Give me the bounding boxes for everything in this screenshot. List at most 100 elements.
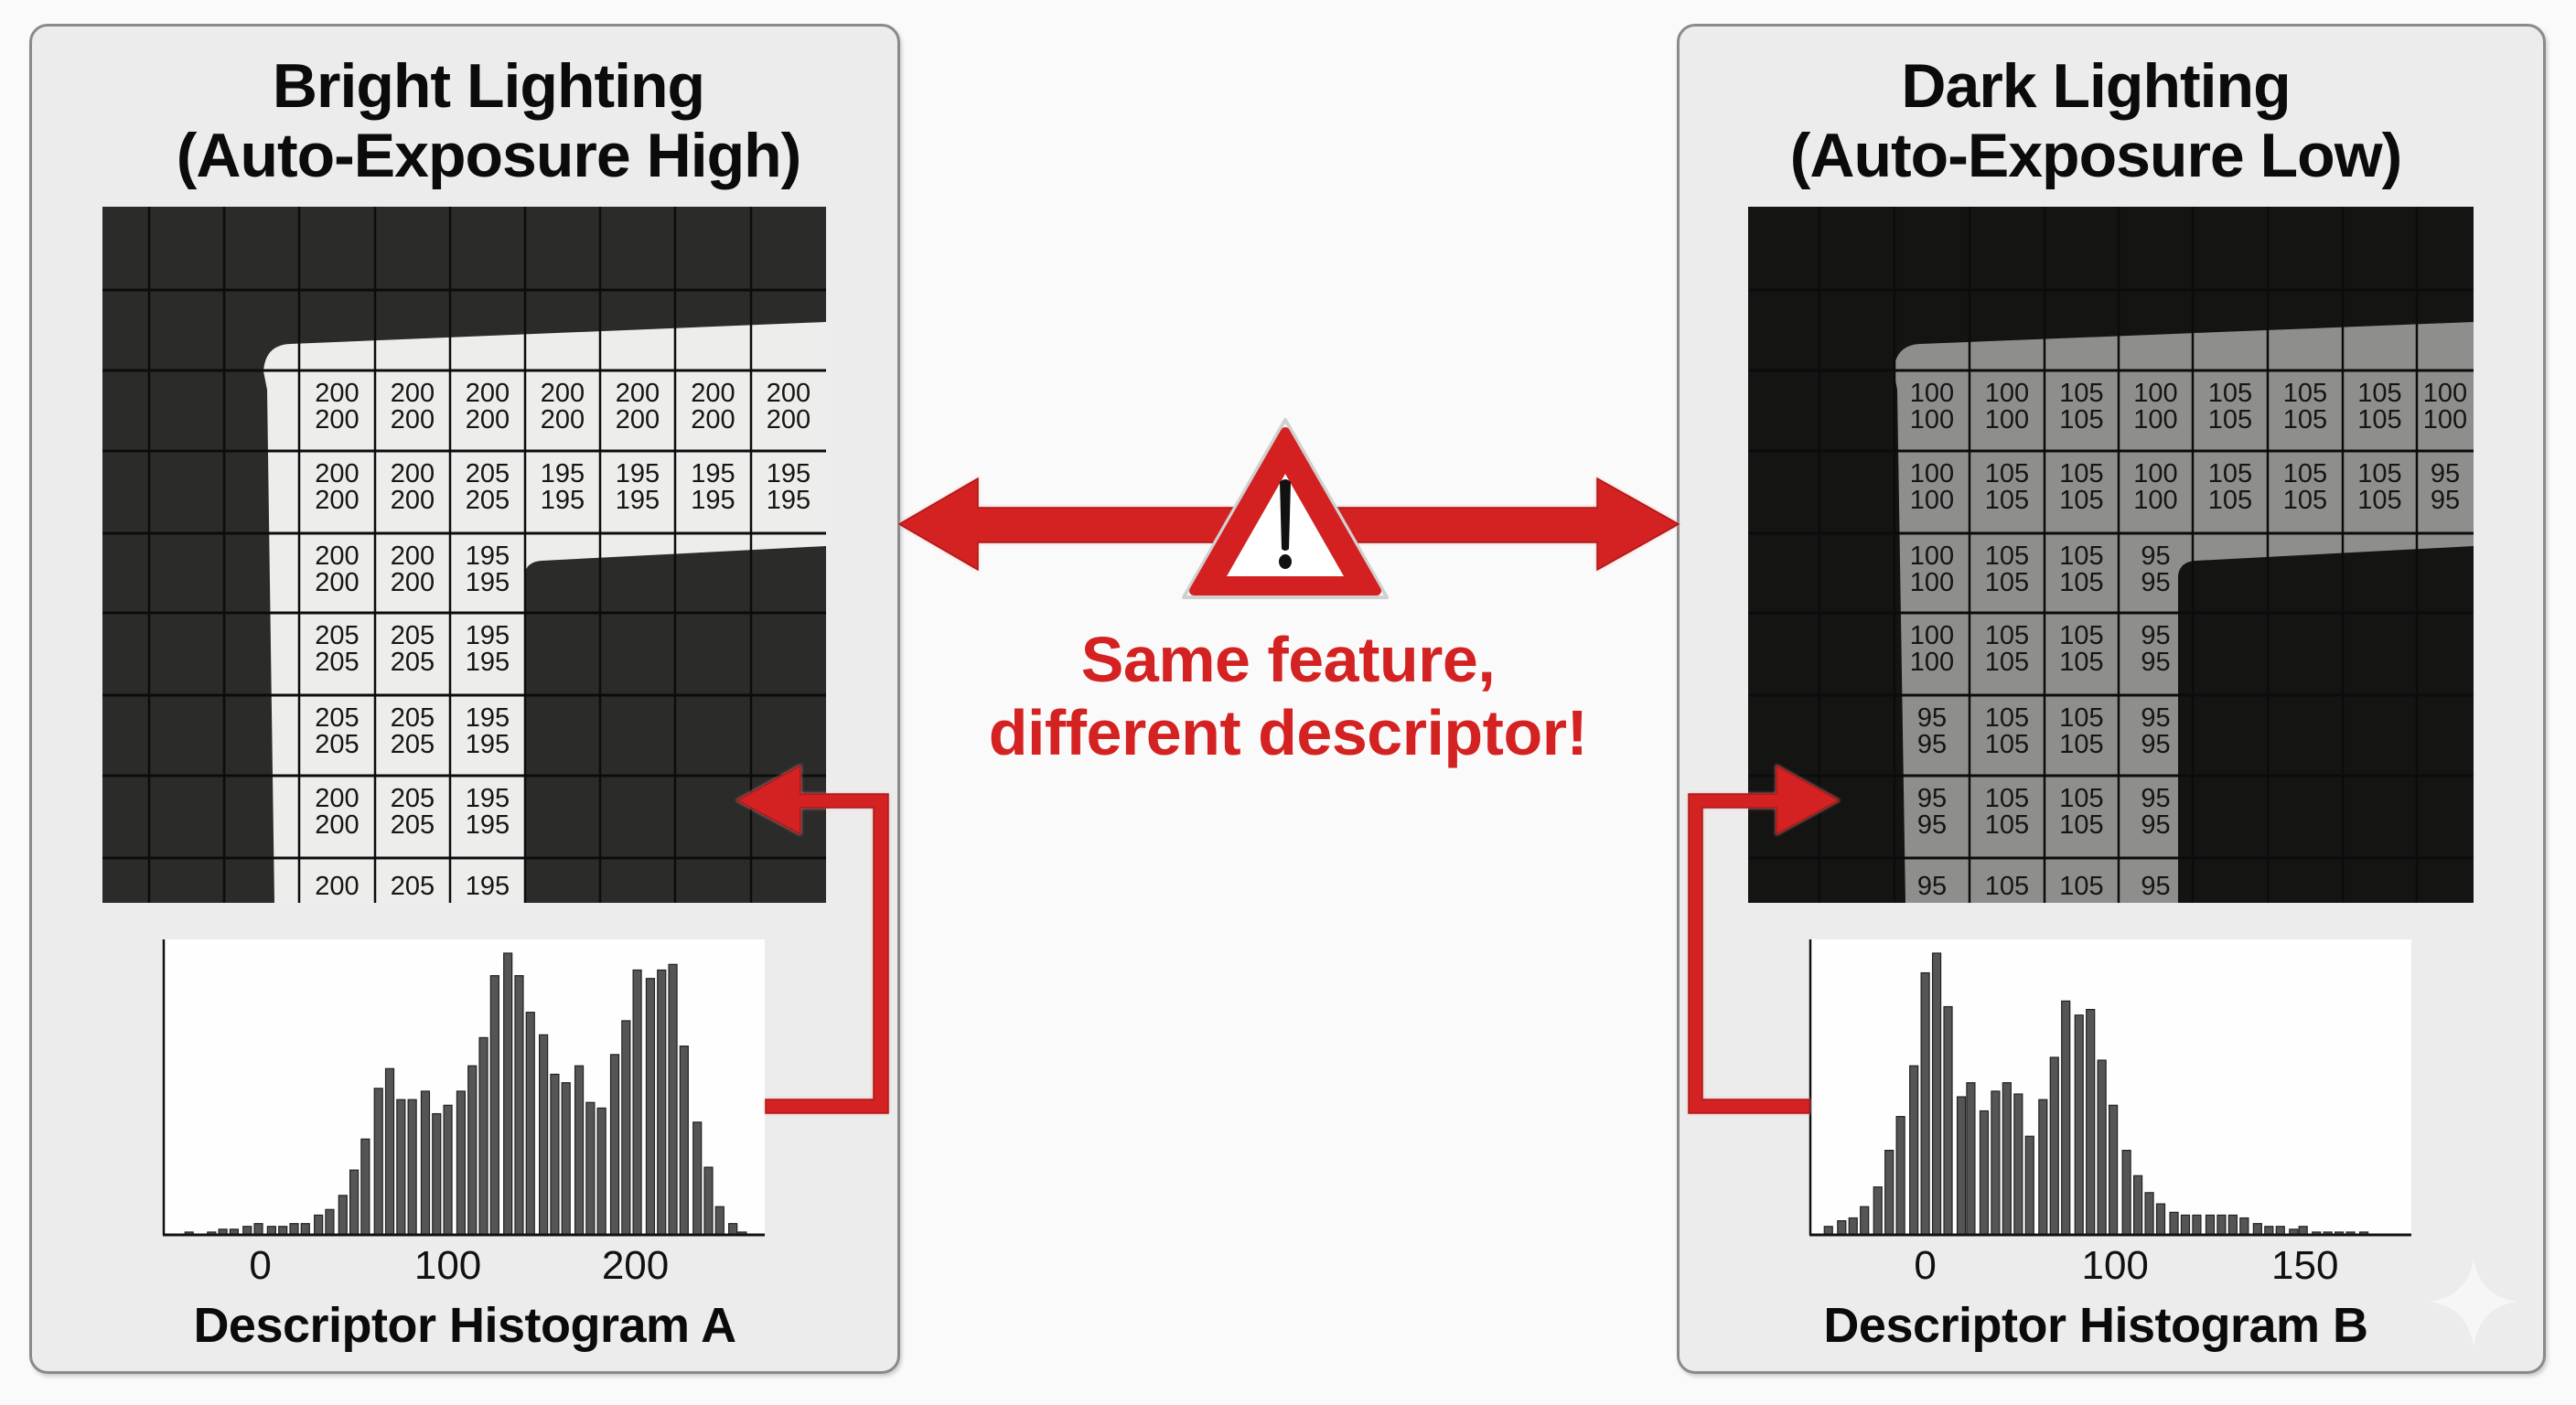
pixel-value: 205 <box>315 730 359 759</box>
pixel-value: 200 <box>315 810 359 840</box>
left-panel-subtitle: (Auto-Exposure High) <box>176 121 802 190</box>
pixel-value: 105 <box>2059 648 2103 677</box>
pixel-value: 105 <box>2283 486 2327 515</box>
histogram-a-bar <box>609 1054 620 1236</box>
pixel-value: 195 <box>466 703 510 733</box>
histogram-a-bar <box>596 1107 606 1236</box>
pixel-value: 205 <box>391 648 435 677</box>
pixel-value: 95 <box>2141 784 2170 813</box>
pixel-value: 100 <box>1910 379 1954 408</box>
pixel-value: 200 <box>315 542 359 571</box>
pixel-value: 200 <box>315 872 359 901</box>
pixel-value: 100 <box>2133 379 2177 408</box>
pixel-value: 95 <box>2141 810 2170 840</box>
pixel-value: 105 <box>2059 379 2103 408</box>
pixel-value: 100 <box>1910 542 1954 571</box>
right-panel-subtitle: (Auto-Exposure Low) <box>1789 121 2403 190</box>
histogram-a-bar <box>621 1020 631 1236</box>
histogram-b-bar <box>1884 1150 1894 1236</box>
pixel-value: 105 <box>1985 486 2029 515</box>
warning-triangle-icon <box>1182 418 1389 599</box>
pixel-value: 200 <box>391 486 435 515</box>
histogram-a-bar <box>407 1099 417 1236</box>
histogram-a-bar <box>539 1034 549 1236</box>
histogram-b-bar <box>1920 971 1930 1236</box>
histogram-a-bar <box>456 1090 467 1236</box>
histogram-a-plot-area <box>162 939 765 1237</box>
pixel-value: 195 <box>691 459 735 488</box>
histogram-a-tick-label: 200 <box>601 1243 670 1288</box>
histogram-b-bar <box>2132 1174 2143 1236</box>
pixel-value: 100 <box>1910 405 1954 434</box>
pixel-value: 200 <box>691 405 735 434</box>
pixel-value: 105 <box>2059 872 2103 901</box>
pixel-value: 95 <box>1917 730 1947 759</box>
histogram-a-bar <box>561 1082 571 1236</box>
histogram-b-bar <box>1943 1005 1953 1236</box>
pixel-value: 105 <box>2283 379 2327 408</box>
histogram-a-tick-label: 0 <box>249 1243 272 1288</box>
pixel-value: 105 <box>2059 405 2103 434</box>
histogram-a-bar <box>300 1223 310 1236</box>
pixel-value: 200 <box>691 379 735 408</box>
histogram-a-bar <box>467 1065 478 1236</box>
pixel-value: 105 <box>1985 621 2029 650</box>
histogram-b-bar <box>1956 1096 1967 1236</box>
pixel-value: 195 <box>466 568 510 597</box>
histogram-b-bar <box>2192 1214 2202 1236</box>
pixel-value: 200 <box>391 459 435 488</box>
histogram-a-bar <box>703 1166 714 1236</box>
pixel-value: 105 <box>2357 405 2401 434</box>
pixel-value: 200 <box>315 784 359 813</box>
pixel-value: 200 <box>616 379 660 408</box>
pixel-value: 195 <box>616 486 660 515</box>
pixel-value: 200 <box>466 379 510 408</box>
warning-message-line1: Same feature, <box>1080 624 1496 695</box>
pixel-value: 195 <box>541 459 585 488</box>
pixel-value: 200 <box>391 379 435 408</box>
pixel-value: 105 <box>2283 405 2327 434</box>
pixel-value: 105 <box>1985 872 2029 901</box>
pixel-value: 195 <box>466 730 510 759</box>
histogram-b-bar <box>2180 1214 2191 1236</box>
double-headed-arrow-icon <box>897 477 1680 572</box>
histogram-b-bar <box>1895 1116 1905 1236</box>
histogram-b-bar <box>2061 1000 2071 1236</box>
histogram-b-chart <box>1809 939 2411 1237</box>
pixel-value: 200 <box>315 568 359 597</box>
pixel-value: 105 <box>1985 648 2029 677</box>
histogram-a-chart <box>162 939 765 1237</box>
pixel-value: 200 <box>767 379 810 408</box>
pixel-value: 105 <box>2059 784 2103 813</box>
pixel-value: 105 <box>2059 703 2103 733</box>
histogram-a-bar <box>645 978 656 1236</box>
histogram-b-bar <box>2121 1150 2131 1236</box>
pixel-value: 200 <box>767 405 810 434</box>
histogram-a-bar <box>632 969 642 1236</box>
pixel-value: 100 <box>1910 486 1954 515</box>
histogram-b-bar <box>1979 1110 1990 1236</box>
pixel-value: 200 <box>315 459 359 488</box>
pixel-value: 195 <box>466 810 510 840</box>
pixel-value: 105 <box>2059 621 2103 650</box>
histogram-b-bar <box>2144 1192 2154 1236</box>
pixel-value: 105 <box>2059 542 2103 571</box>
histogram-b-bar <box>1848 1217 1858 1236</box>
pixel-value: 95 <box>2141 872 2170 901</box>
histogram-a-bar <box>714 1206 724 1236</box>
pixel-value: 95 <box>2141 568 2170 597</box>
histogram-b-bar <box>2109 1104 2119 1236</box>
pixel-value: 200 <box>466 405 510 434</box>
pixel-value: 95 <box>2141 703 2170 733</box>
histogram-a-bar <box>360 1138 370 1236</box>
histogram-a-bar <box>585 1101 596 1236</box>
histogram-a-bar <box>289 1223 299 1236</box>
histogram-b-bar <box>2155 1203 2166 1236</box>
histogram-b-bar <box>1837 1220 1847 1236</box>
pixel-value: 95 <box>2141 542 2170 571</box>
pixel-value: 205 <box>315 703 359 733</box>
histogram-b-bar <box>2097 1059 2107 1236</box>
pixel-value: 95 <box>2141 621 2170 650</box>
